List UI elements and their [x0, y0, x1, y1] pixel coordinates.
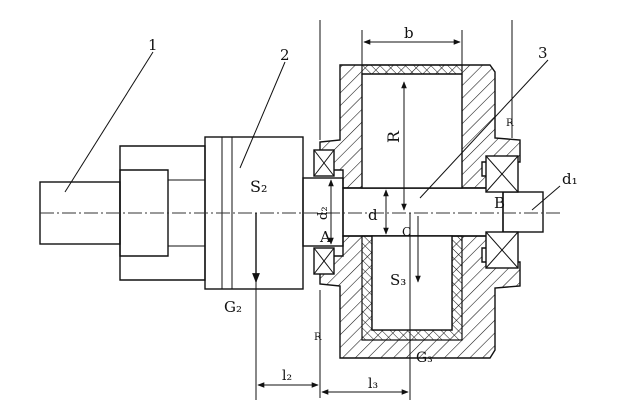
leader-3	[419, 59, 549, 199]
label-d: d	[368, 206, 378, 224]
label-A: A	[319, 228, 331, 246]
label-l2: l₂	[282, 368, 292, 384]
label-RA: R	[314, 332, 322, 343]
label-B: B	[494, 194, 505, 212]
label-RB: R	[506, 118, 514, 129]
leader-2	[239, 61, 286, 169]
label-part-3: 3	[538, 44, 548, 62]
part-3-housing	[319, 64, 521, 359]
label-S2: S₂	[250, 177, 267, 196]
bearing-A	[313, 149, 335, 275]
dimension-b	[361, 30, 463, 65]
coupling-inner	[119, 169, 169, 257]
shaft-end-d1	[502, 191, 544, 233]
leader-d1	[531, 185, 561, 211]
label-part-2: 2	[280, 46, 290, 64]
label-part-1: 1	[148, 36, 158, 54]
housing-cavity-lower	[371, 235, 453, 331]
label-C: C	[402, 225, 411, 239]
label-R: R	[384, 130, 403, 143]
label-d2: d₂	[316, 206, 331, 220]
label-G3: G₃	[416, 350, 433, 366]
label-S3: S₃	[390, 271, 406, 289]
housing-cavity-upper	[361, 73, 463, 189]
leader-1	[64, 51, 154, 193]
label-d1: d₁	[562, 170, 578, 188]
label-b: b	[404, 24, 414, 42]
label-l3: l₃	[368, 376, 378, 392]
bearing-B	[485, 155, 519, 269]
label-G2: G₂	[224, 298, 242, 316]
housing-top-lining	[361, 64, 463, 75]
